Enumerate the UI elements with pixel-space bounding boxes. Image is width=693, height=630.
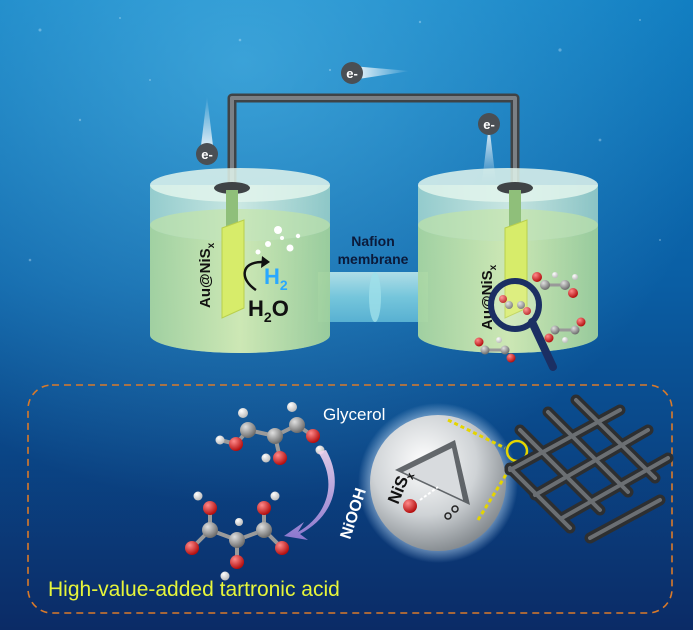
left-electrode bbox=[214, 182, 250, 319]
glycerol-label: Glycerol bbox=[323, 405, 385, 424]
product-label: High-value-added tartronic acid bbox=[48, 578, 340, 601]
h2-label: H2 bbox=[264, 264, 288, 293]
nisx-sphere bbox=[358, 403, 518, 563]
svg-text:e-: e- bbox=[346, 66, 358, 81]
glycerol-molecule bbox=[215, 402, 325, 465]
membrane-tube bbox=[318, 272, 428, 322]
magnifier-icon bbox=[488, 278, 557, 371]
mechanism-panel bbox=[27, 384, 673, 614]
svg-text:e-: e- bbox=[483, 117, 495, 132]
electron-left: e- bbox=[196, 96, 218, 165]
tartronic-acid-molecule bbox=[185, 491, 289, 581]
right-electrode bbox=[497, 182, 533, 319]
water-particles bbox=[28, 17, 661, 262]
reaction-arrowhead-icon bbox=[261, 256, 270, 268]
h2o-label: H2O bbox=[248, 296, 289, 325]
electron-top: e- bbox=[341, 62, 410, 84]
left-electrode-label: Au@NiSx bbox=[197, 242, 217, 308]
membrane-label-line1: Nafion bbox=[351, 233, 395, 249]
nanowire-mesh bbox=[504, 394, 674, 544]
hydrogen-bubbles bbox=[255, 226, 301, 255]
external-wire bbox=[227, 93, 520, 188]
svg-text:e-: e- bbox=[201, 147, 213, 162]
product-molecules-cell bbox=[474, 272, 586, 363]
electron-right: e- bbox=[478, 113, 500, 182]
conversion-arrow-icon bbox=[284, 450, 335, 540]
reaction-arrow-icon bbox=[243, 260, 263, 292]
membrane-label-line2: membrane bbox=[338, 251, 409, 267]
